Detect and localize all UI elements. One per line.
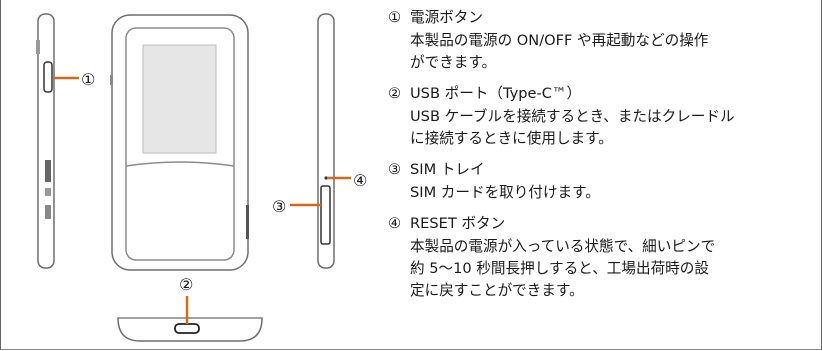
sim-tray-shape xyxy=(320,185,331,245)
item-heading: ② USB ポート（Type-C™） xyxy=(388,84,813,104)
item-power-button: ① 電源ボタン 本製品の電源の ON/OFF や再起動などの操作 ができます。 xyxy=(388,8,813,74)
item-sim-tray: ③ SIM トレイ SIM カードを取り付けます。 xyxy=(388,160,813,204)
bottom-view xyxy=(117,317,263,342)
item-title: SIM トレイ xyxy=(410,161,485,178)
item-number: ② xyxy=(388,85,402,102)
item-number: ④ xyxy=(388,215,402,232)
item-usb-port: ② USB ポート（Type-C™） USB ケーブルを接続するとき、またはクレー… xyxy=(388,84,813,150)
item-title: 電源ボタン xyxy=(410,9,483,26)
callout-4: ④ xyxy=(353,171,367,190)
description-line: USB ケーブルを接続するとき、またはクレードル xyxy=(410,108,735,125)
item-description: 本製品の電源の ON/OFF や再起動などの操作 ができます。 xyxy=(388,30,813,74)
item-reset-button: ④ RESET ボタン 本製品の電源が入っている状態で、細いピンで 約 5～10 … xyxy=(388,214,813,302)
right-side-view xyxy=(317,13,335,269)
callout-2: ② xyxy=(179,275,193,294)
item-description: 本製品の電源が入っている状態で、細いピンで 約 5～10 秒間長押しすると、工場… xyxy=(388,236,813,302)
description-line: 約 5～10 秒間長押しすると、工場出荷時の設 xyxy=(410,260,709,277)
screen xyxy=(142,44,217,154)
description-line: ができます。 xyxy=(410,54,497,71)
description-line: 定に戻すことができます。 xyxy=(410,282,584,299)
front-view xyxy=(110,14,249,271)
item-heading: ④ RESET ボタン xyxy=(388,214,813,234)
item-description: USB ケーブルを接続するとき、またはクレードル に接続するときに使用します。 xyxy=(388,106,813,150)
left-side-view xyxy=(36,13,55,269)
reset-hole xyxy=(324,176,328,180)
power-button-shape xyxy=(43,61,53,93)
description-list: ① 電源ボタン 本製品の電源の ON/OFF や再起動などの操作 ができます。 ②… xyxy=(388,8,813,312)
item-number: ③ xyxy=(388,161,402,178)
description-line: に接続するときに使用します。 xyxy=(410,130,613,147)
description-line: 本製品の電源の ON/OFF や再起動などの操作 xyxy=(410,32,709,49)
item-title: RESET ボタン xyxy=(410,215,506,232)
item-heading: ③ SIM トレイ xyxy=(388,160,813,180)
item-heading: ① 電源ボタン xyxy=(388,8,813,28)
usb-port-shape xyxy=(174,323,200,334)
item-number: ① xyxy=(388,9,402,26)
callout-3: ③ xyxy=(272,197,286,216)
callout-1: ① xyxy=(81,70,95,89)
item-description: SIM カードを取り付けます。 xyxy=(388,182,813,204)
description-line: SIM カードを取り付けます。 xyxy=(410,184,600,201)
description-line: 本製品の電源が入っている状態で、細いピンで xyxy=(410,238,716,255)
item-title: USB ポート（Type-C™） xyxy=(410,85,582,102)
device-illustration: ① ③ ④ ② xyxy=(36,13,367,342)
